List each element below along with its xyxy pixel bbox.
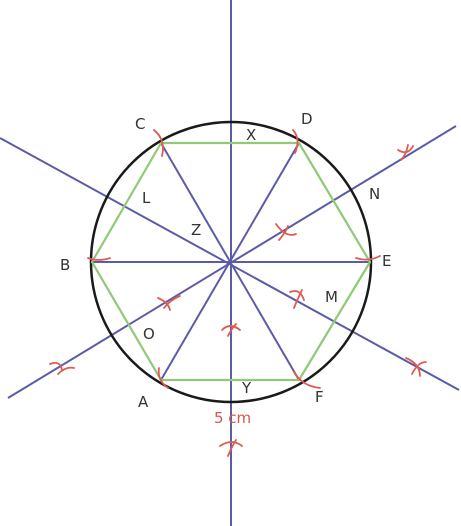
arc-inner-o-1	[157, 297, 171, 311]
vertex-label-b: B	[60, 256, 70, 274]
side-label-x: X	[246, 126, 256, 144]
diameter-d-a	[160, 142, 300, 381]
arc-cross-lower-left-1	[49, 361, 63, 371]
arc-inner-n-2	[278, 225, 289, 241]
vertex-label-c: C	[135, 115, 145, 133]
vertex-label-d: D	[301, 110, 313, 128]
side-label-y: Y	[241, 379, 252, 397]
side-label-l: L	[142, 189, 151, 207]
arc-inner-vertical-2	[227, 323, 237, 337]
arc-inner-n-1	[275, 223, 297, 236]
arc-below-vertical-1	[219, 441, 243, 447]
arc-at-f	[293, 371, 321, 389]
arc-inner-m-1	[289, 290, 305, 301]
side-label-o: O	[143, 325, 155, 343]
arc-at-b	[87, 257, 111, 261]
vertex-label-e: E	[382, 252, 391, 270]
arc-inner-o-2	[163, 295, 181, 309]
radius-measurement-label: 5 cm	[214, 409, 251, 427]
arc-below-vertical-2	[227, 439, 237, 457]
arc-at-a	[157, 367, 169, 389]
arc-cross-lower-right-2	[411, 361, 427, 375]
arc-at-c	[153, 129, 164, 157]
vertex-label-a: A	[138, 393, 149, 411]
arc-inner-vertical-1	[221, 325, 241, 331]
arc-cross-lower-right-1	[405, 357, 421, 377]
vertex-label-f: F	[315, 388, 324, 406]
side-label-n: N	[369, 185, 380, 203]
arc-at-d	[292, 129, 299, 154]
side-label-m: M	[325, 288, 338, 306]
arc-cross-upper-right-2	[400, 144, 409, 161]
arc-inner-m-2	[293, 289, 303, 309]
arc-at-e	[355, 255, 381, 261]
bisector-line-2	[7, 125, 457, 399]
arc-cross-lower-left-2	[57, 366, 75, 375]
regular-hexagon	[90, 141, 372, 382]
compass-arcs	[49, 129, 427, 457]
center-label-z: Z	[191, 221, 201, 239]
